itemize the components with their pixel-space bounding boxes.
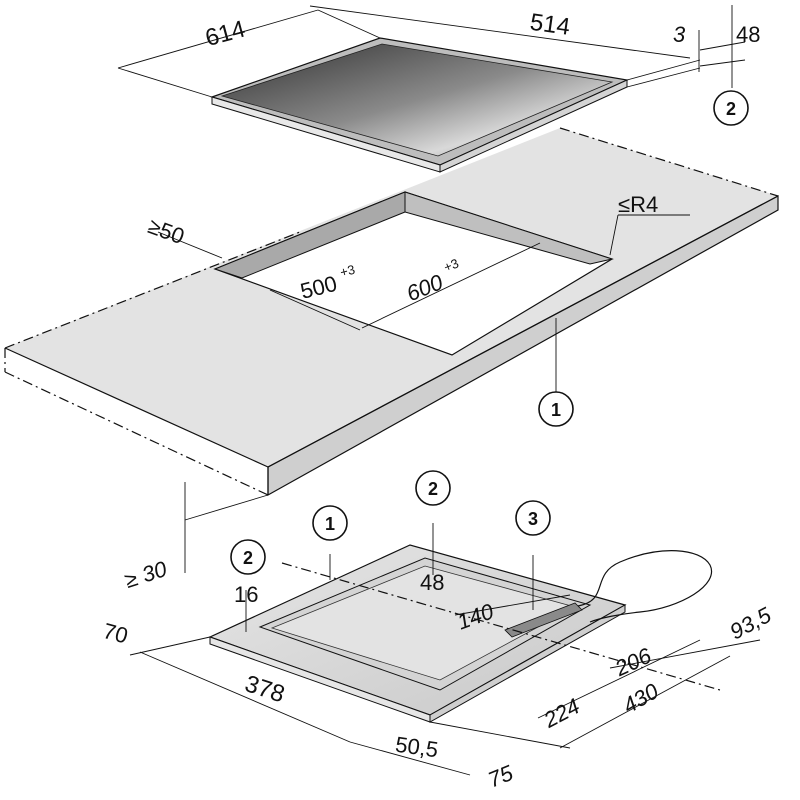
dim-206: 206 (610, 643, 655, 682)
hob-underside-unit (208, 544, 713, 723)
worktop-cutout (213, 191, 614, 356)
callout-worktop-1-label: 1 (551, 400, 561, 420)
hob-glass-top (210, 37, 630, 173)
dim-500-tol: +3 (339, 262, 357, 280)
callout-bottom-1-label: 1 (325, 514, 335, 534)
callout-bottom-2-top-label: 2 (428, 479, 438, 499)
callout-top-2: 2 (713, 90, 749, 126)
callout-bottom-2-left: 2 (230, 539, 266, 575)
hob-dimension-lines (117, 5, 746, 98)
unit-centerlines (129, 523, 761, 776)
dim-min-30: ≥ 30 (121, 556, 170, 593)
callout-bottom-3-label: 3 (528, 509, 538, 529)
callout-bottom-3: 3 (515, 500, 551, 536)
cutout-dimension-lines (157, 214, 690, 573)
dim-3: 3 (673, 22, 686, 47)
dim-radius: ≤R4 (618, 192, 658, 217)
dim-48-top: 48 (736, 22, 760, 47)
callout-worktop-1: 1 (538, 391, 574, 427)
callout-top-2-label: 2 (726, 99, 736, 119)
dim-48-bottom: 48 (420, 570, 444, 595)
dim-16: 16 (234, 582, 258, 607)
dim-70: 70 (100, 618, 130, 648)
dim-93-5: 93,5 (726, 602, 776, 645)
callout-bottom-2-top: 2 (415, 470, 451, 506)
callout-bottom-2-left-label: 2 (243, 548, 253, 568)
callout-bottom-1: 1 (312, 505, 348, 541)
dim-378: 378 (242, 670, 288, 708)
dim-75: 75 (484, 760, 517, 793)
dim-514: 514 (528, 9, 571, 41)
dim-min-50: ≥50 (145, 213, 188, 249)
dim-614: 614 (202, 16, 248, 52)
dim-50-5: 50,5 (394, 732, 440, 763)
dim-600-tol: +3 (441, 255, 460, 274)
